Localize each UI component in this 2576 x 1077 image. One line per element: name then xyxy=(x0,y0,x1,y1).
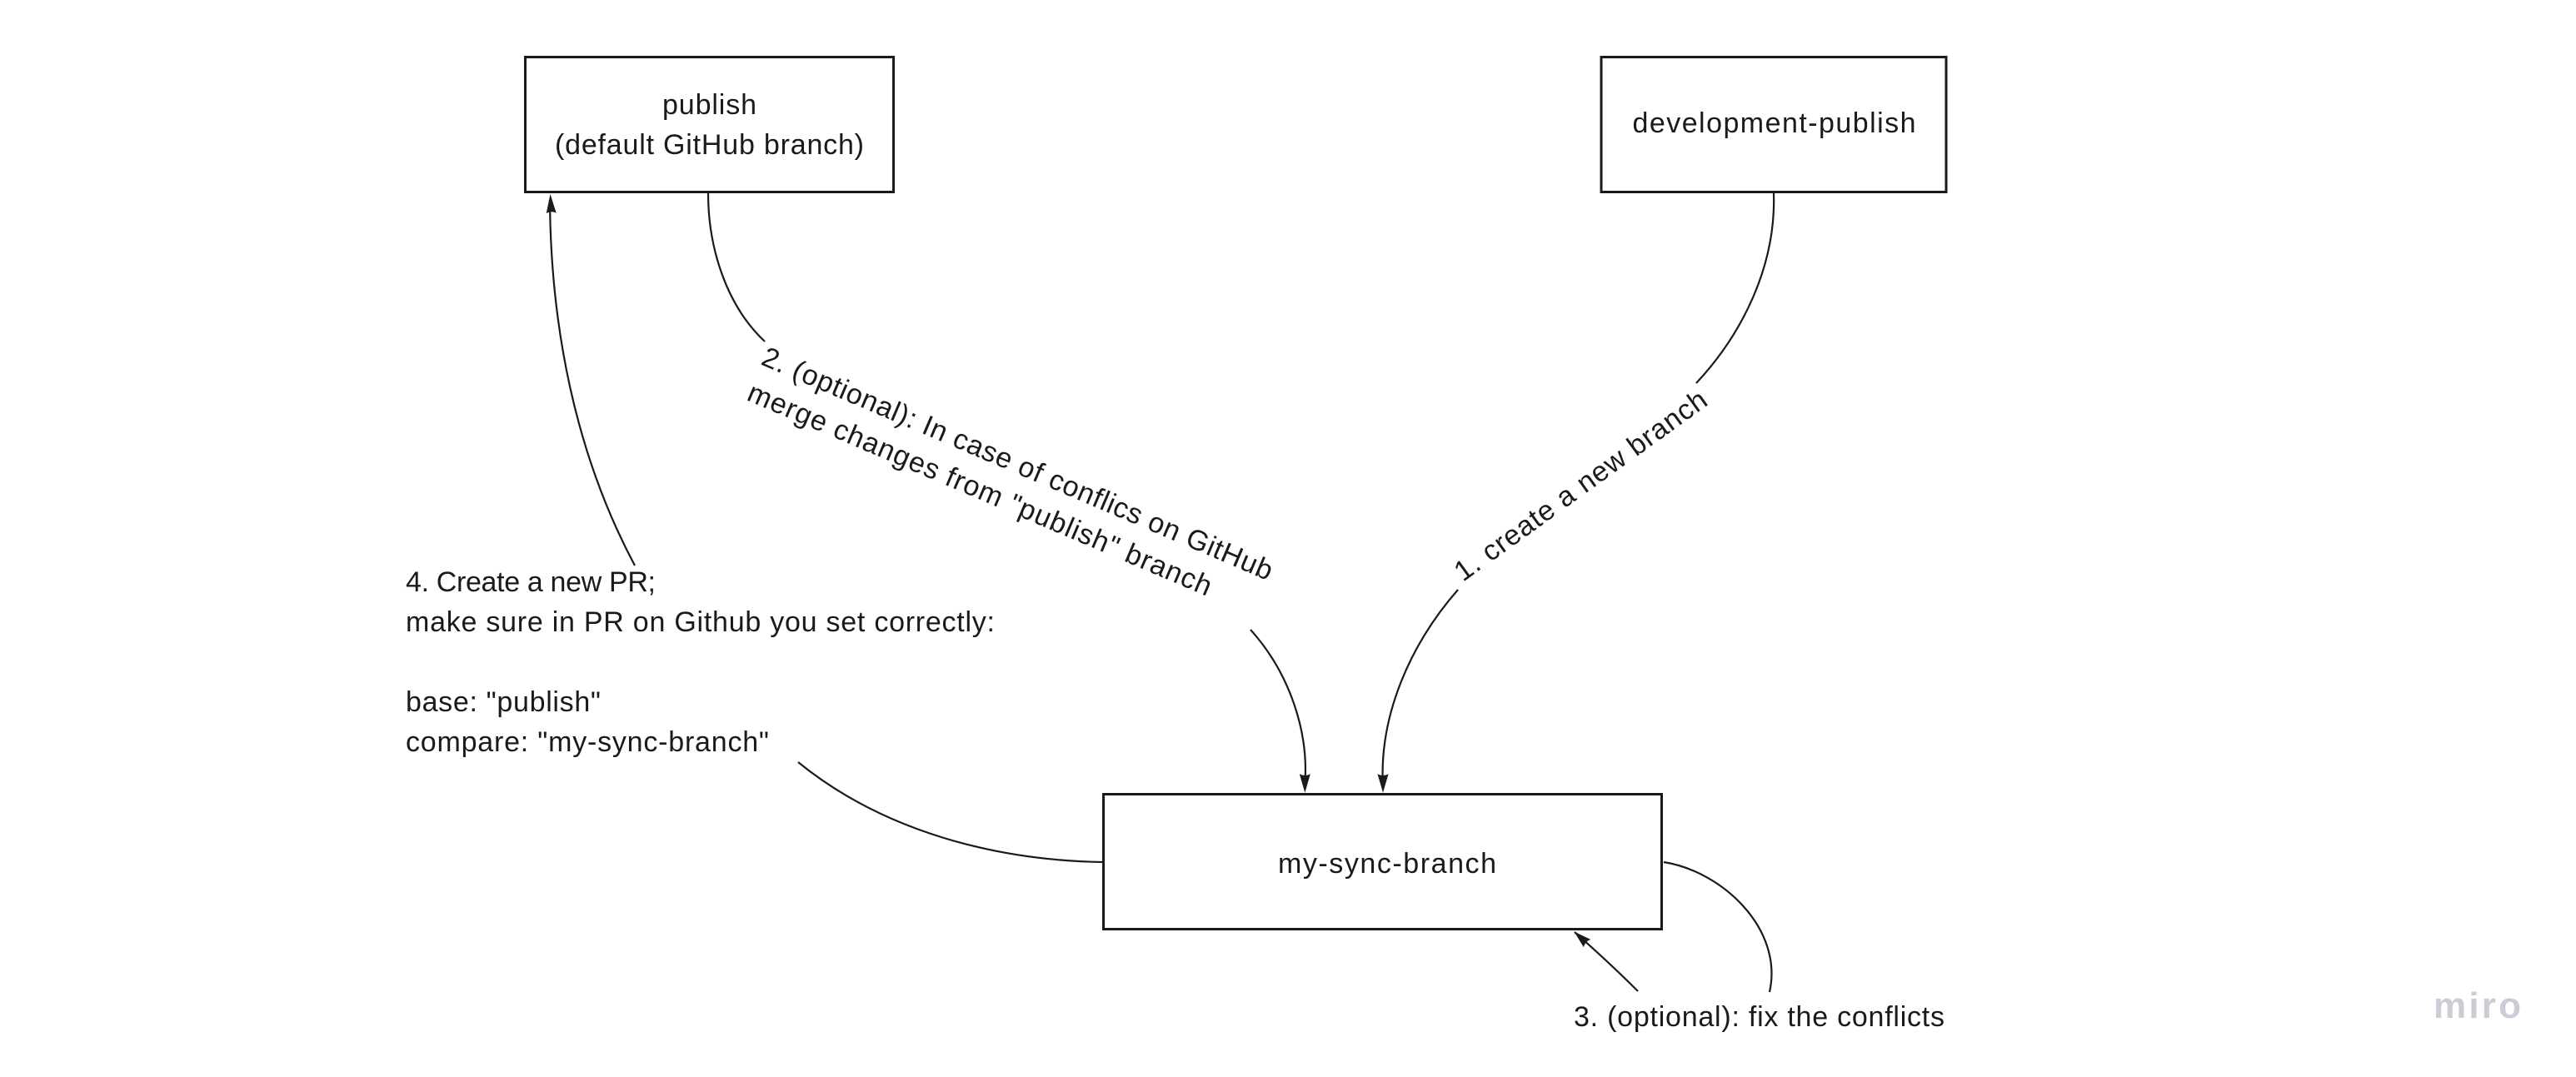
svg-text:publish: publish xyxy=(662,89,756,121)
svg-text:development-publish: development-publish xyxy=(1633,107,1916,139)
svg-text:(default GitHub branch): (default GitHub branch) xyxy=(555,129,864,161)
svg-text:my-sync-branch: my-sync-branch xyxy=(1278,848,1496,880)
svg-text:miro: miro xyxy=(2434,985,2524,1026)
svg-text:4. Create a new PR;: 4. Create a new PR; xyxy=(406,566,656,598)
svg-text:3. (optional): fix the conflic: 3. (optional): fix the conflicts xyxy=(1574,1001,1944,1033)
svg-text:make sure in PR on Github you: make sure in PR on Github you set correc… xyxy=(406,606,995,638)
svg-text:base: "publish": base: "publish" xyxy=(406,686,601,718)
svg-text:compare: "my-sync-branch": compare: "my-sync-branch" xyxy=(406,726,769,758)
